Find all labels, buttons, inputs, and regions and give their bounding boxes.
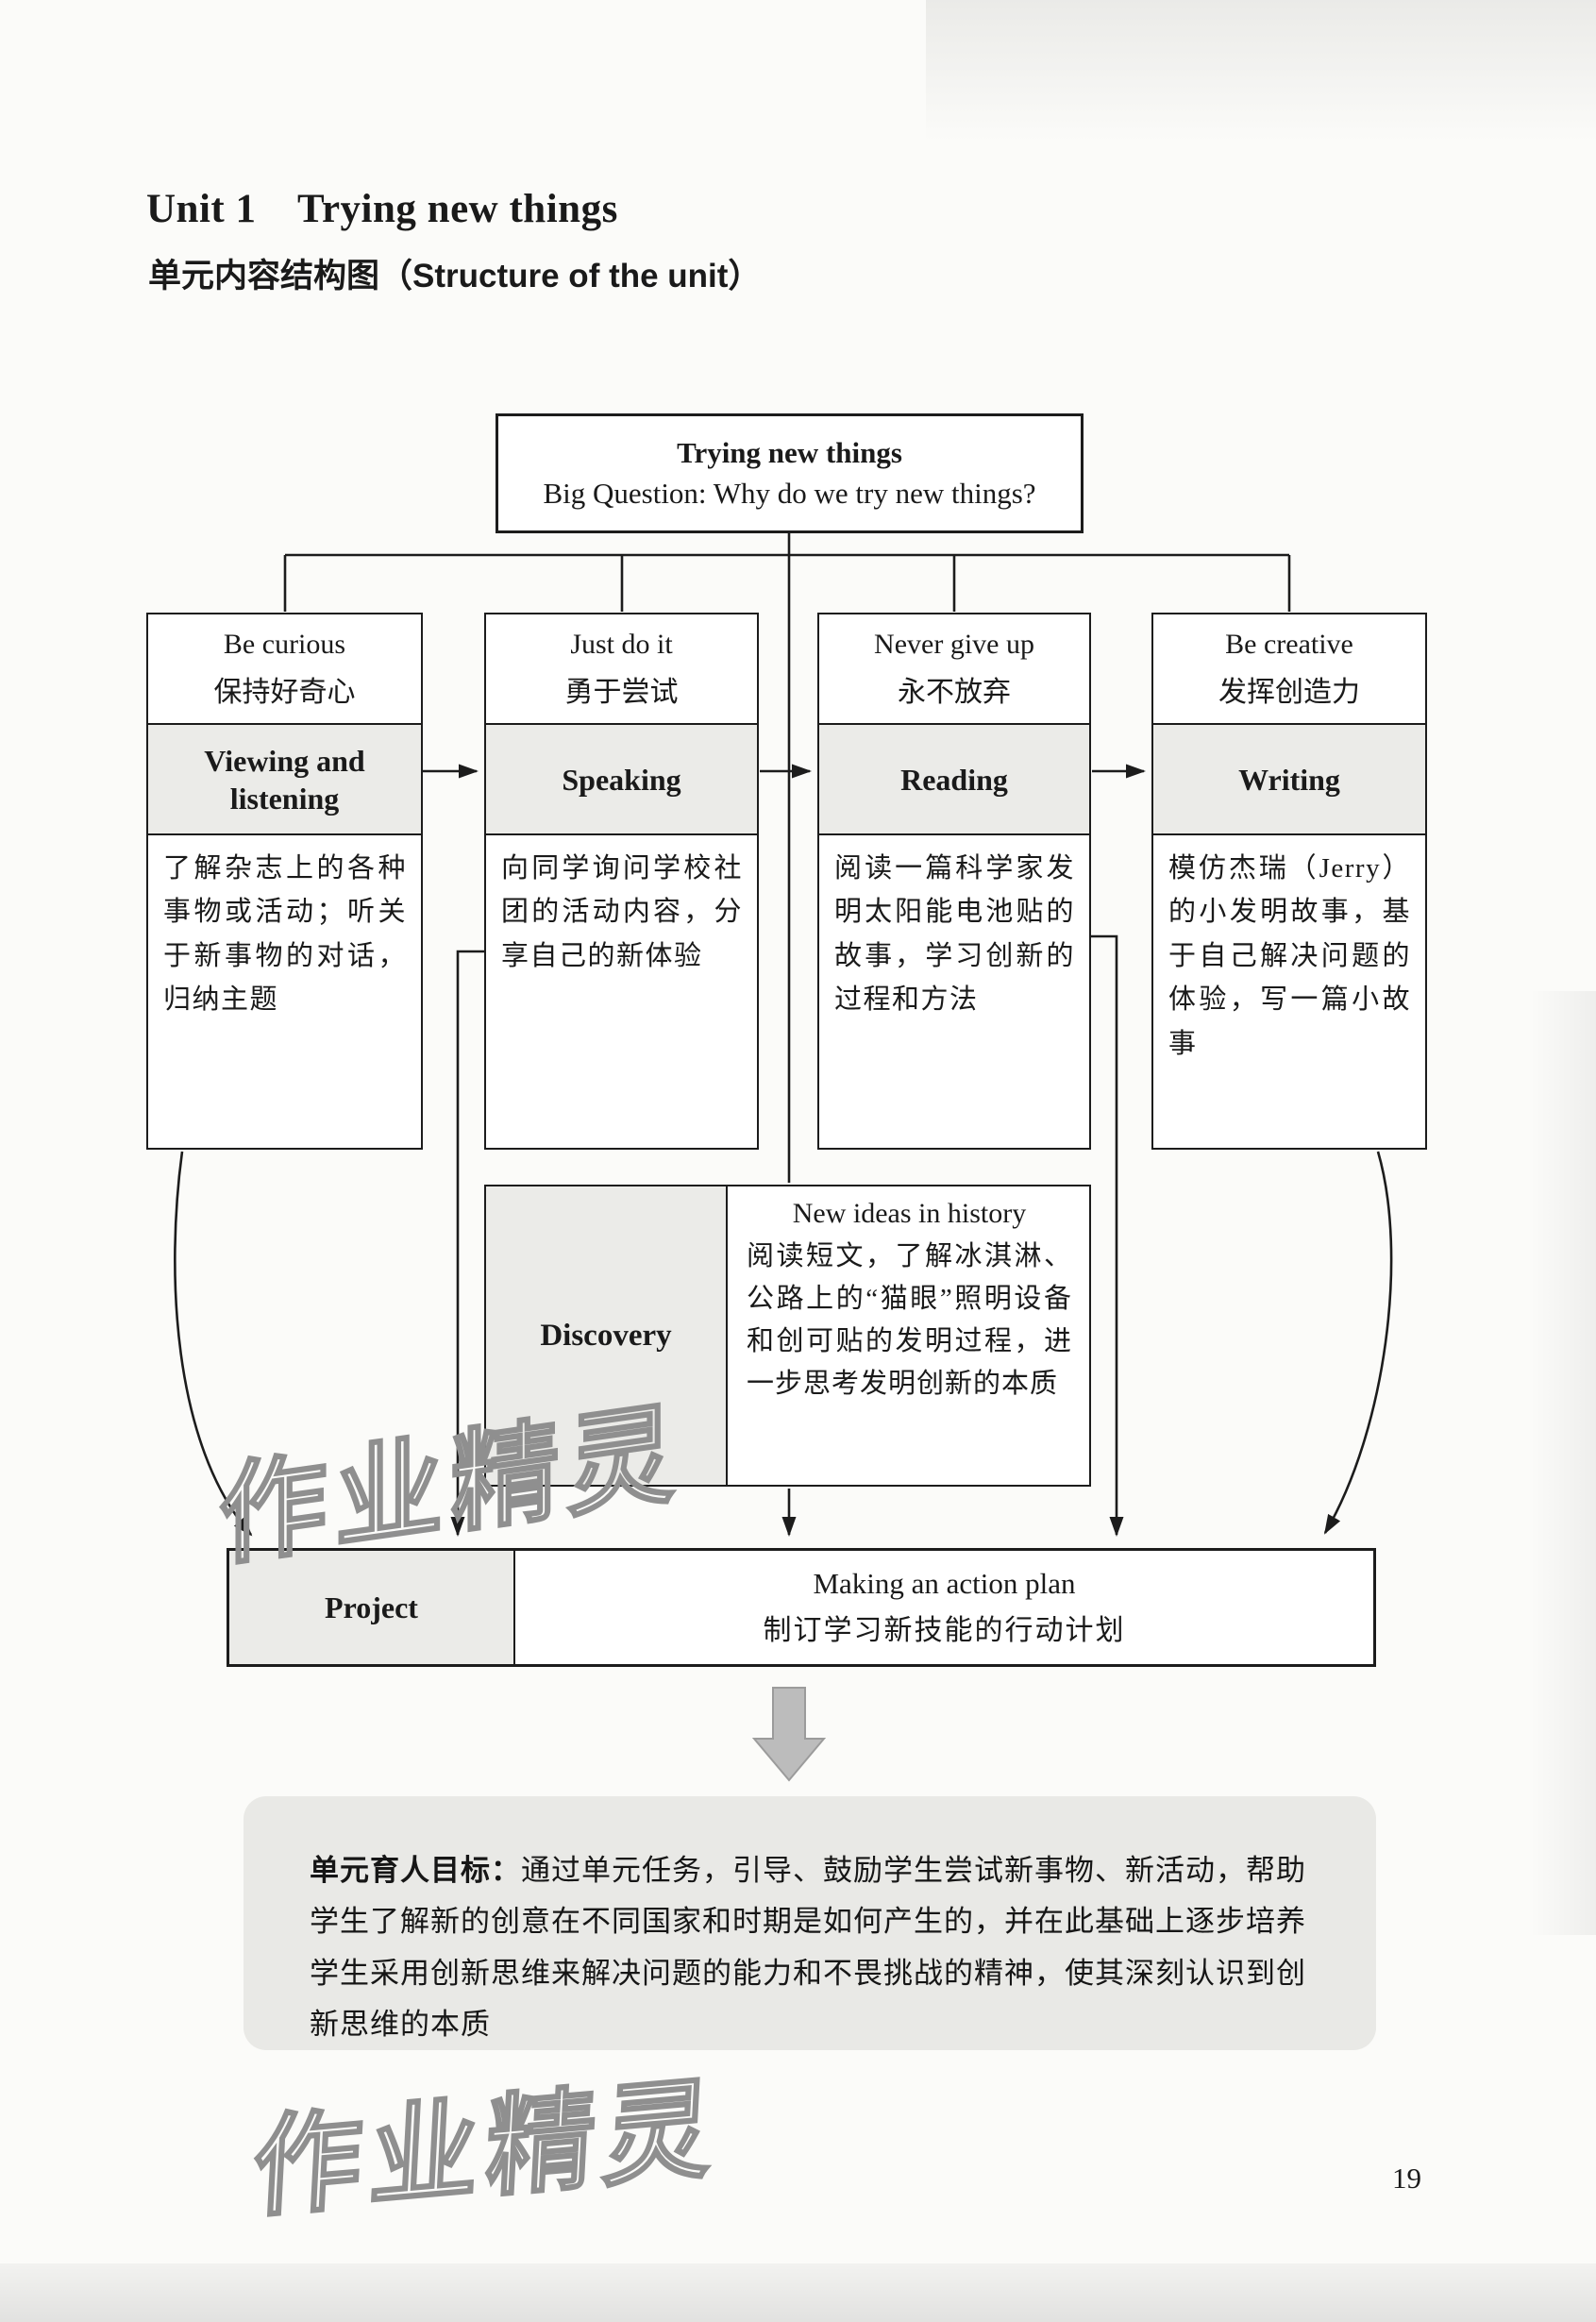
column-writing: Be creative 发挥创造力 Writing 模仿杰瑞（Jerry）的小发… bbox=[1151, 613, 1427, 1150]
skill-label: Reading bbox=[819, 725, 1089, 835]
skill-label: Speaking bbox=[486, 725, 757, 835]
scan-shading-right bbox=[1530, 991, 1596, 1935]
goal-lead: 单元育人目标： bbox=[310, 1854, 521, 1887]
page-number: 19 bbox=[1392, 2162, 1421, 2195]
root-box: Trying new things Big Question: Why do w… bbox=[496, 413, 1084, 533]
root-title: Trying new things bbox=[677, 436, 902, 469]
column-viewing-listening: Be curious 保持好奇心 Viewing and listening 了… bbox=[146, 613, 423, 1150]
motto-en: Be creative bbox=[1225, 628, 1353, 660]
motto-en: Be curious bbox=[223, 628, 346, 660]
curve-col4-to-project bbox=[1323, 1151, 1393, 1535]
line-col3-to-project bbox=[1091, 934, 1124, 1537]
project-label: Project bbox=[229, 1551, 515, 1664]
column-description: 模仿杰瑞（Jerry）的小发明故事，基于自己解决问题的体验，写一篇小故事 bbox=[1168, 853, 1411, 1059]
curve-col1-to-project bbox=[174, 1151, 253, 1537]
column-description: 阅读一篇科学家发明太阳能电池贴的故事，学习创新的过程和方法 bbox=[834, 853, 1075, 1016]
big-down-arrow-icon bbox=[751, 1687, 827, 1782]
page-title: Unit 1 Trying new things bbox=[146, 187, 618, 231]
motto-zh: 勇于尝试 bbox=[564, 676, 679, 708]
project-content: Making an action plan 制订学习新技能的行动计划 bbox=[515, 1551, 1373, 1664]
line-col2-to-project bbox=[450, 950, 484, 1537]
scan-shading-bottom bbox=[0, 2263, 1596, 2322]
discovery-box: Discovery New ideas in history 阅读短文，了解冰淇… bbox=[484, 1185, 1091, 1487]
discovery-label: Discovery bbox=[486, 1186, 728, 1485]
project-box: Project Making an action plan 制订学习新技能的行动… bbox=[227, 1548, 1376, 1667]
column-motto: Be curious 保持好奇心 bbox=[148, 614, 421, 725]
motto-en: Just do it bbox=[570, 628, 673, 660]
watermark-text-2: 作业精灵 bbox=[250, 2065, 723, 2230]
discovery-content: New ideas in history 阅读短文，了解冰淇淋、公路上的“猫眼”… bbox=[728, 1186, 1089, 1485]
column-speaking: Just do it 勇于尝试 Speaking 向同学询问学校社团的活动内容，… bbox=[484, 613, 759, 1150]
column-description: 向同学询问学校社团的活动内容，分享自己的新体验 bbox=[501, 853, 743, 971]
column-motto: Never give up 永不放弃 bbox=[819, 614, 1089, 725]
goal-text: 通过单元任务，引导、鼓励学生尝试新事物、新活动，帮助学生了解新的创意在不同国家和… bbox=[310, 1854, 1306, 2041]
goal-panel: 单元育人目标：通过单元任务，引导、鼓励学生尝试新事物、新活动，帮助学生了解新的创… bbox=[244, 1796, 1376, 2050]
column-motto: Just do it 勇于尝试 bbox=[486, 614, 757, 725]
column-reading: Never give up 永不放弃 Reading 阅读一篇科学家发明太阳能电… bbox=[817, 613, 1091, 1150]
skill-label: Viewing and listening bbox=[148, 725, 421, 835]
motto-en: Never give up bbox=[874, 628, 1034, 660]
discovery-title: New ideas in history bbox=[792, 1198, 1027, 1229]
column-motto: Be creative 发挥创造力 bbox=[1153, 614, 1425, 725]
page-subtitle: 单元内容结构图（Structure of the unit） bbox=[148, 258, 762, 294]
motto-zh: 发挥创造力 bbox=[1218, 676, 1360, 708]
project-title: Making an action plan bbox=[813, 1567, 1076, 1600]
skill-label: Writing bbox=[1153, 725, 1425, 835]
column-description: 了解杂志上的各种事物或活动；听关于新事物的对话，归纳主题 bbox=[163, 853, 407, 1016]
watermark-text-1: 作业精灵 bbox=[219, 1389, 682, 1579]
motto-zh: 永不放弃 bbox=[898, 676, 1011, 708]
root-question: Big Question: Why do we try new things? bbox=[543, 477, 1036, 510]
scan-shading-top bbox=[925, 0, 1596, 142]
project-subtitle: 制订学习新技能的行动计划 bbox=[763, 1615, 1126, 1646]
discovery-description: 阅读短文，了解冰淇淋、公路上的“猫眼”照明设备和创可贴的发明过程，进一步思考发明… bbox=[747, 1241, 1072, 1399]
motto-zh: 保持好奇心 bbox=[213, 676, 356, 708]
